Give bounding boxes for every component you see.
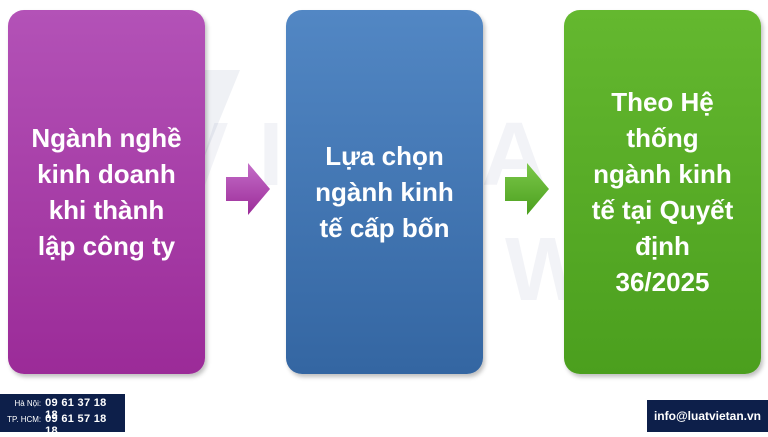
step-2-text: Lựa chọn ngành kinh tế cấp bốn <box>315 141 454 243</box>
phone-contact-box: Hà Nội: 09 61 37 18 18 TP. HCM: 09 61 57… <box>0 394 125 437</box>
email-contact-box[interactable]: info@luatvietan.vn <box>647 400 768 432</box>
hcm-label: TP. HCM: <box>7 415 42 424</box>
step-1-text: Ngành nghề kinh doanh khi thành lập công… <box>31 123 182 261</box>
step-box-3: Theo Hệ thống ngành kinh tế tại Quyết đị… <box>564 10 761 374</box>
step-box-1: Ngành nghề kinh doanh khi thành lập công… <box>8 10 205 374</box>
step-3-text: Theo Hệ thống ngành kinh tế tại Quyết đị… <box>591 87 734 297</box>
email-link[interactable]: info@luatvietan.vn <box>653 409 762 423</box>
hcm-phone[interactable]: 09 61 57 18 18 <box>45 413 107 437</box>
right-arrow-icon <box>226 163 270 215</box>
right-arrow-icon <box>505 163 549 215</box>
step-box-2: Lựa chọn ngành kinh tế cấp bốn <box>286 10 483 374</box>
hanoi-phone[interactable]: 09 61 37 18 18 <box>45 397 107 421</box>
hanoi-label: Hà Nội: <box>14 399 42 408</box>
